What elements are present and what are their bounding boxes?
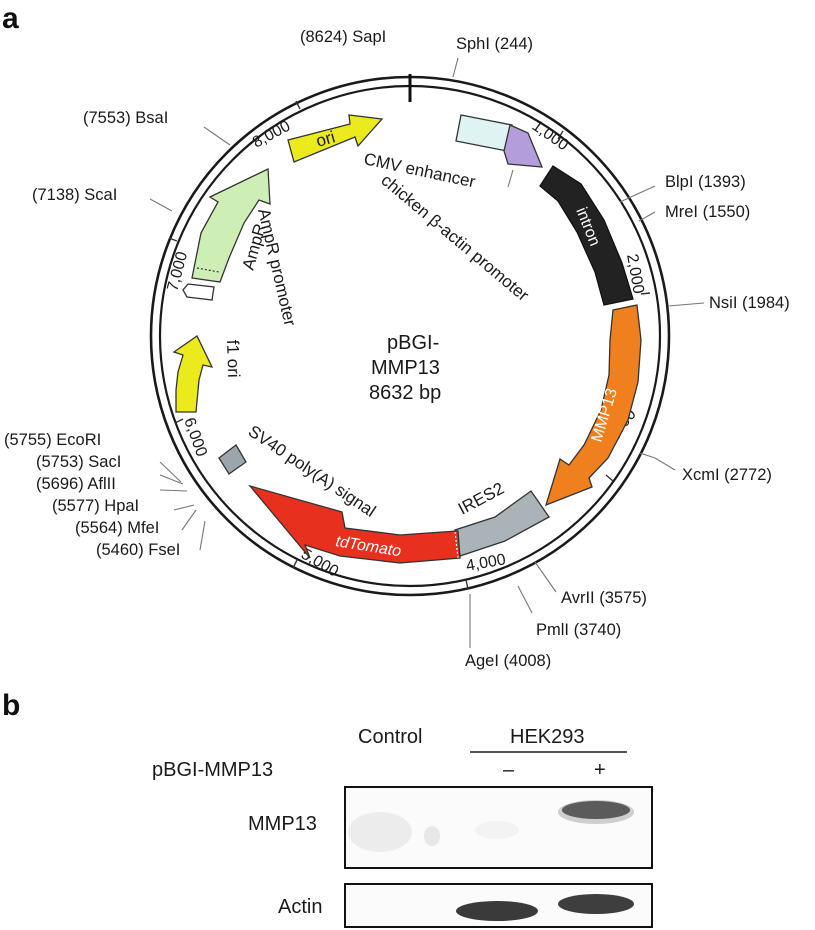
row-label-mmp13: MMP13 xyxy=(248,813,317,835)
actin-blot xyxy=(344,883,653,928)
site-sphi: SphI (244) xyxy=(456,35,533,53)
row-label-pbgi-mmp13: pBGI-MMP13 xyxy=(152,759,273,781)
site-bsai: (7553) BsaI xyxy=(83,109,168,127)
feature-ires2: IRES2 xyxy=(454,479,550,557)
site-ecori: (5755) EcoRI xyxy=(4,431,101,449)
tick-marks xyxy=(168,100,651,590)
lane-minus-sign: – xyxy=(503,759,515,781)
tick-label-6000: 6,000 xyxy=(180,416,210,460)
site-scai: (7138) ScaI xyxy=(32,186,117,204)
f1ori-label: f1 ori xyxy=(223,339,243,377)
plasmid-center-label: pBGI- MMP13 8632 bp xyxy=(369,332,441,404)
site-saci: (5753) SacI xyxy=(36,453,121,471)
plasmid-name-line2: MMP13 xyxy=(371,357,440,379)
site-blpi: BlpI (1393) xyxy=(665,173,746,191)
mmp13-band-plus xyxy=(562,801,630,819)
ires2-label: IRES2 xyxy=(455,479,507,519)
cba-promoter-label: chicken β-actin promoter xyxy=(377,171,532,306)
site-agei: AgeI (4008) xyxy=(465,652,551,670)
site-aflii: (5696) AflII xyxy=(36,475,116,493)
tick-label-4000: 4,000 xyxy=(465,551,507,575)
feature-intron: intron xyxy=(539,165,634,306)
actin-band-plus xyxy=(558,894,634,914)
site-xcmi: XcmI (2772) xyxy=(682,466,772,484)
column-label-control: Control xyxy=(358,726,422,748)
site-mfei: (5564) MfeI xyxy=(75,519,159,537)
feature-tdtomato: tdTomato xyxy=(248,484,461,564)
column-label-hek293: HEK293 xyxy=(510,726,585,748)
row-label-actin: Actin xyxy=(278,896,322,918)
feature-ampr: AmpR xyxy=(191,167,271,283)
actin-band-minus xyxy=(456,901,538,921)
lane-plus-sign: + xyxy=(594,759,606,781)
plasmid-size: 8632 bp xyxy=(369,382,441,404)
site-avrii: AvrII (3575) xyxy=(561,589,647,607)
feature-cmv-enhancer xyxy=(455,114,513,152)
site-fsei: (5460) FseI xyxy=(96,541,180,559)
feature-f1ori: f1 ori xyxy=(172,335,243,413)
mmp13-blot xyxy=(344,786,653,869)
site-leaders xyxy=(149,57,705,648)
feature-mmp13: MMP13 xyxy=(544,304,642,507)
plasmid-name-line1: pBGI- xyxy=(387,332,439,354)
site-hpai: (5577) HpaI xyxy=(52,497,139,515)
ori-label: ori xyxy=(314,127,337,150)
feature-ori: ori xyxy=(287,114,384,163)
site-mrei: MreI (1550) xyxy=(665,203,750,221)
site-nsii: NsiI (1984) xyxy=(709,294,790,312)
site-labels: (8624) SapI SphI (244) BlpI (1393) MreI … xyxy=(4,28,790,670)
site-pmli: PmlI (3740) xyxy=(536,621,621,639)
feature-cba-promoter xyxy=(503,124,544,168)
panel-a-letter: a xyxy=(2,2,19,35)
panel-b-letter: b xyxy=(2,689,20,722)
tick-label-8000: 8,000 xyxy=(250,118,293,152)
site-sapi: (8624) SapI xyxy=(300,28,386,46)
